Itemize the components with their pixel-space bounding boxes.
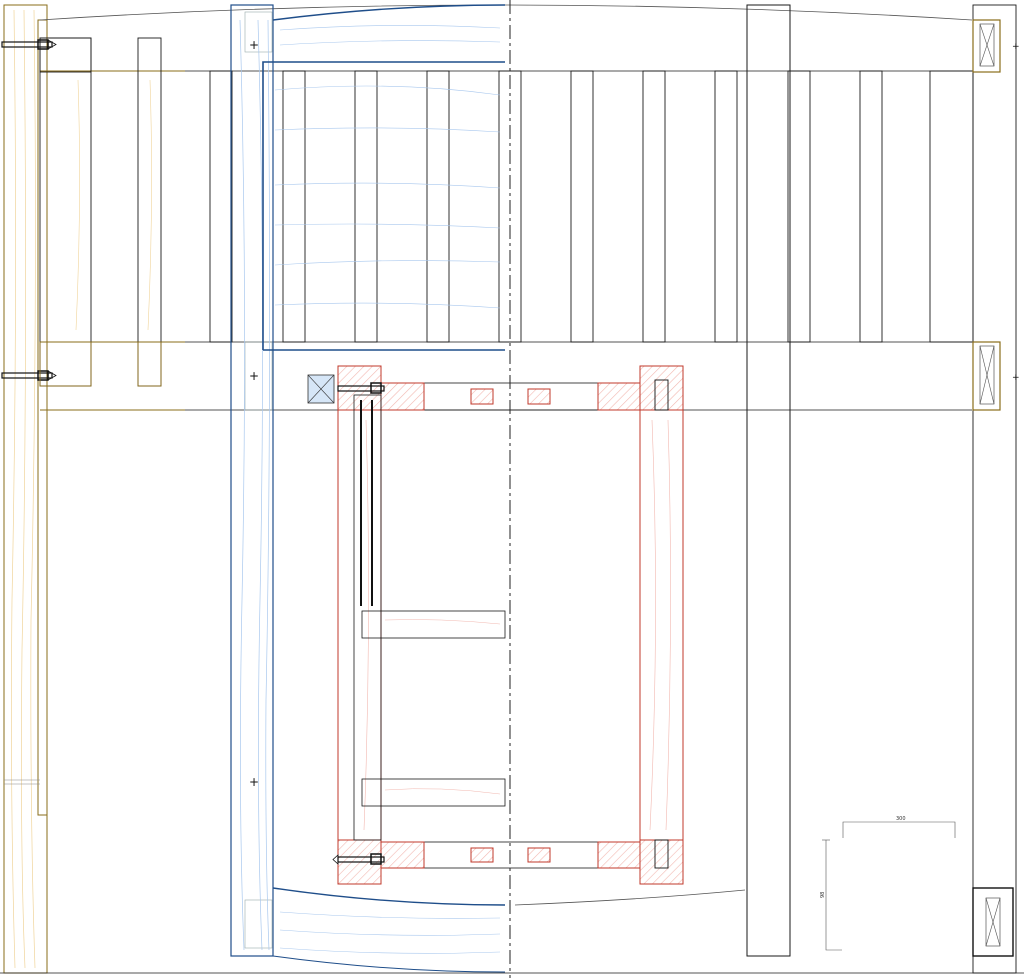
left-leg (3, 4, 48, 974)
svg-text:+: + (1012, 373, 1020, 383)
seat-frame-section (337, 365, 684, 885)
svg-text:+: + (249, 38, 259, 52)
blue-bottom-panel (272, 887, 746, 973)
dimension-annotation: 300 98 (820, 816, 956, 951)
svg-text:+: + (1012, 42, 1020, 52)
dimension-horizontal-label: 300 (896, 816, 906, 822)
dimension-vertical-label: 98 (820, 892, 826, 898)
left-bolt-upper (1, 39, 57, 50)
svg-text:+: + (249, 369, 259, 383)
left-upper-slats (39, 37, 162, 387)
backrest-slats (209, 70, 974, 343)
blue-side-stile: + + + (230, 4, 274, 957)
right-leg: + + (972, 4, 1020, 974)
left-bolt-lower (1, 370, 57, 381)
right-post (746, 4, 791, 957)
seat-bolt-upper (337, 382, 385, 394)
svg-text:+: + (249, 775, 259, 789)
blue-block (307, 374, 335, 404)
top-rail (0, 4, 1024, 974)
blue-top-panel (262, 4, 506, 351)
seat-bolt-lower (332, 853, 385, 865)
